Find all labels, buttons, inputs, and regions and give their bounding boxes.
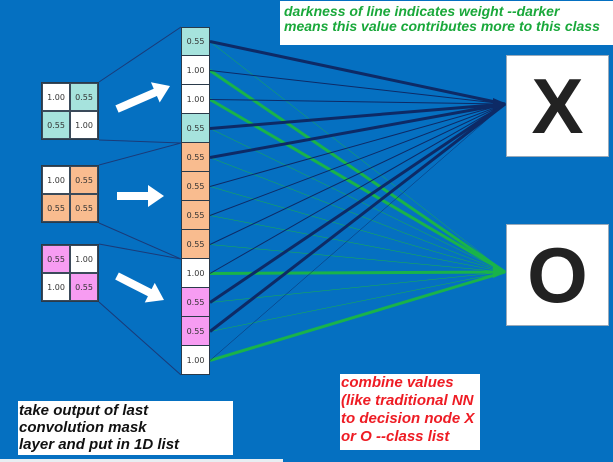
arrow-shape <box>115 272 164 303</box>
weight-line-to-o <box>209 271 506 332</box>
projection-line <box>98 301 182 376</box>
weight-line-to-o <box>209 271 506 303</box>
weight-line-to-o <box>209 69 506 274</box>
list-cell: 0.55 <box>181 201 210 230</box>
projection-line <box>98 222 182 260</box>
combine-explanation-note: combine values (like traditional NN to d… <box>340 374 480 450</box>
grid-cell: 0.55 <box>42 245 70 273</box>
weight-line-to-x <box>209 102 506 333</box>
projection-line <box>98 142 182 166</box>
note-line: take output of last <box>19 402 149 419</box>
list-cell: 1.00 <box>181 56 210 85</box>
weight-line-to-o <box>209 128 506 273</box>
list-cell: 0.55 <box>181 288 210 317</box>
bottom-strip <box>0 459 283 462</box>
weight-line-to-x <box>209 99 506 105</box>
feature-map-grid-1: 1.00 0.55 0.55 1.00 <box>41 82 99 140</box>
class-node-x: X <box>506 55 609 157</box>
weight-line-to-o <box>209 98 506 274</box>
weight-line-to-x <box>209 103 506 274</box>
note-line: or O --class list <box>341 428 450 445</box>
note-line: layer and put in 1D list <box>19 436 180 453</box>
grid-cell: 0.55 <box>70 166 98 194</box>
feature-map-grid-2: 1.00 0.55 0.55 0.55 <box>41 165 99 223</box>
list-cell: 1.00 <box>181 85 210 114</box>
weight-line-to-x <box>209 102 506 130</box>
weight-line-to-x <box>209 103 506 361</box>
arrow-shape <box>117 185 164 207</box>
grid-cell: 0.55 <box>70 194 98 222</box>
note-line: (like traditional NN <box>341 392 474 409</box>
flattened-list: 0.55 1.00 1.00 0.55 0.55 0.55 0.55 0.55 … <box>181 27 210 375</box>
list-cell: 1.00 <box>181 259 210 288</box>
list-cell: 0.55 <box>181 27 210 56</box>
flatten-arrow-icon <box>117 185 164 207</box>
weight-line-to-o <box>209 270 506 275</box>
weight-line-to-o <box>209 186 506 273</box>
grid-cell: 0.55 <box>70 273 98 301</box>
grid-cell: 0.55 <box>70 83 98 111</box>
weight-line-to-x <box>209 70 506 105</box>
weight-line-to-x <box>209 40 506 106</box>
projection-line <box>98 243 182 260</box>
weight-explanation-note: darkness of line indicates weight --dark… <box>280 1 613 45</box>
weight-line-to-x <box>209 102 506 304</box>
flatten-arrow-icon <box>115 82 171 113</box>
feature-map-grid-3: 0.55 1.00 1.00 0.55 <box>41 244 99 302</box>
weight-line-to-o <box>209 244 506 273</box>
list-cell: 0.55 <box>181 172 210 201</box>
grid-cell: 1.00 <box>42 83 70 111</box>
weight-line-to-o <box>209 157 506 273</box>
arrowhead-x-icon <box>493 98 507 110</box>
list-cell: 0.55 <box>181 143 210 172</box>
list-cell: 0.55 <box>181 317 210 346</box>
weight-line-to-x <box>209 103 506 216</box>
class-node-o: O <box>506 224 609 326</box>
projection-line <box>98 139 182 144</box>
weight-line-to-x <box>209 102 506 159</box>
list-cell: 0.55 <box>181 230 210 259</box>
note-line: to decision node X <box>341 410 475 427</box>
weight-line-to-x <box>209 103 506 245</box>
grid-cell: 1.00 <box>70 111 98 139</box>
note-line: darkness of line indicates weight --dark… <box>284 3 560 19</box>
grid-cell: 1.00 <box>42 166 70 194</box>
flatten-explanation-note: take output of last convolution mask lay… <box>18 401 233 455</box>
weight-line-to-o <box>209 215 506 273</box>
flatten-arrow-icon <box>115 272 164 303</box>
projection-line <box>98 26 182 83</box>
grid-cell: 1.00 <box>70 245 98 273</box>
note-line: convolution mask <box>19 419 147 436</box>
note-line: means this value contributes more to thi… <box>284 18 600 34</box>
note-line: combine values <box>341 374 454 391</box>
grid-cell: 1.00 <box>42 273 70 301</box>
arrowhead-o-icon <box>493 266 507 278</box>
weight-line-to-o <box>209 270 506 362</box>
weight-line-to-x <box>209 103 506 187</box>
arrow-shape <box>115 82 171 113</box>
list-cell: 1.00 <box>181 346 210 375</box>
weight-line-to-o <box>209 41 506 273</box>
list-cell: 0.55 <box>181 114 210 143</box>
grid-cell: 0.55 <box>42 194 70 222</box>
grid-cell: 0.55 <box>42 111 70 139</box>
